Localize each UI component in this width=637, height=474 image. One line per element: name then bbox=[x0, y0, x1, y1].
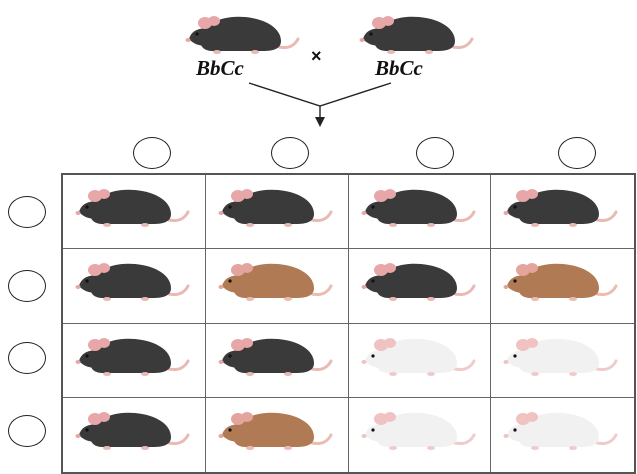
punnett-cell-r3-c1 bbox=[63, 324, 206, 398]
offspring-mouse-black bbox=[359, 182, 477, 230]
punnett-cell-r1-c4 bbox=[491, 175, 634, 249]
punnett-cell-r2-c4 bbox=[491, 249, 634, 323]
offspring-mouse-white bbox=[359, 331, 477, 379]
punnett-cell-r4-c2 bbox=[206, 398, 349, 472]
offspring-mouse-black bbox=[359, 256, 477, 304]
punnett-cell-r3-c2 bbox=[206, 324, 349, 398]
offspring-mouse-white bbox=[501, 331, 619, 379]
gamete-circle-row-1 bbox=[8, 196, 46, 228]
gamete-circle-row-3 bbox=[8, 342, 46, 374]
gamete-circle-row-4 bbox=[8, 415, 46, 447]
offspring-mouse-white bbox=[359, 405, 477, 453]
punnett-cell-r1-c2 bbox=[206, 175, 349, 249]
punnett-cell-r4-c3 bbox=[349, 398, 492, 472]
offspring-mouse-brown bbox=[216, 405, 334, 453]
punnett-cell-r4-c1 bbox=[63, 398, 206, 472]
gamete-circle-col-4 bbox=[558, 137, 596, 169]
offspring-mouse-black bbox=[73, 256, 191, 304]
cross-connector-arrow bbox=[0, 0, 637, 140]
offspring-mouse-black bbox=[216, 331, 334, 379]
offspring-mouse-brown bbox=[216, 256, 334, 304]
punnett-cell-r3-c3 bbox=[349, 324, 492, 398]
offspring-mouse-black bbox=[73, 182, 191, 230]
gamete-circle-col-3 bbox=[416, 137, 454, 169]
punnett-square bbox=[61, 173, 636, 474]
punnett-cell-r2-c1 bbox=[63, 249, 206, 323]
gamete-circle-col-2 bbox=[271, 137, 309, 169]
offspring-mouse-black bbox=[73, 331, 191, 379]
punnett-cell-r4-c4 bbox=[491, 398, 634, 472]
offspring-mouse-brown bbox=[501, 256, 619, 304]
gamete-circle-col-1 bbox=[133, 137, 171, 169]
offspring-mouse-black bbox=[73, 405, 191, 453]
offspring-mouse-white bbox=[501, 405, 619, 453]
punnett-cell-r2-c3 bbox=[349, 249, 492, 323]
punnett-cell-r2-c2 bbox=[206, 249, 349, 323]
offspring-mouse-black bbox=[501, 182, 619, 230]
punnett-cell-r1-c1 bbox=[63, 175, 206, 249]
punnett-cell-r1-c3 bbox=[349, 175, 492, 249]
punnett-cell-r3-c4 bbox=[491, 324, 634, 398]
gamete-circle-row-2 bbox=[8, 270, 46, 302]
offspring-mouse-black bbox=[216, 182, 334, 230]
